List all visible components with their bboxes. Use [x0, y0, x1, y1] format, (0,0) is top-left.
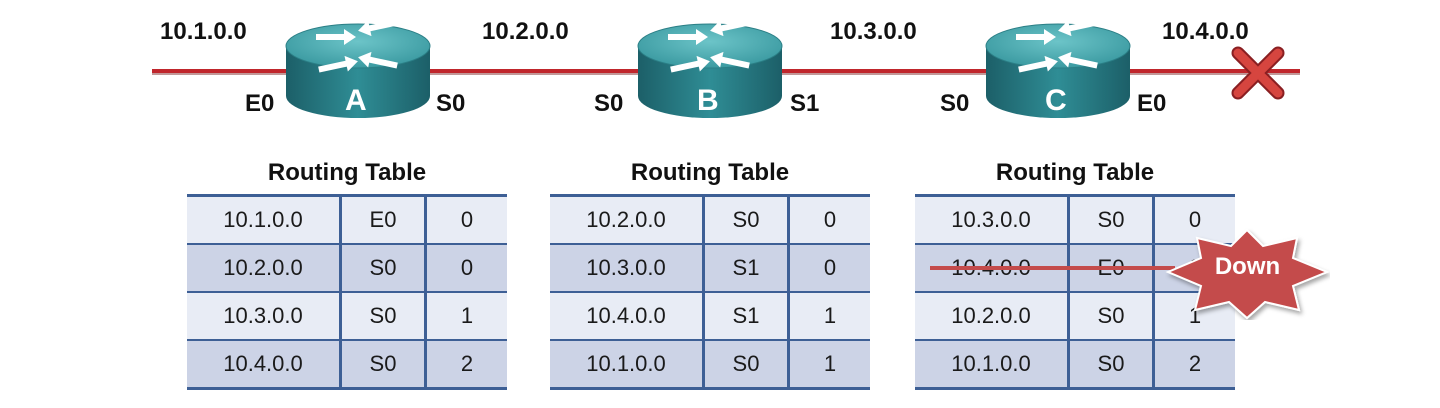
router-b-name: B [697, 84, 719, 117]
interface-cell: S0 [339, 292, 426, 341]
network-cell: 10.4.0.0 [187, 340, 341, 389]
router-c-icon [985, 14, 1131, 118]
interface-cell: S0 [1067, 195, 1154, 245]
hops-cell: 2 [424, 340, 507, 389]
interface-cell: S1 [702, 244, 789, 293]
network-cell: 10.4.0.0 [550, 292, 704, 341]
down-badge-icon [1165, 228, 1330, 320]
interface-cell: S0 [339, 340, 426, 389]
network-cell: 10.2.0.0 [187, 244, 341, 293]
network-cell: 10.1.0.0 [187, 195, 341, 245]
hops-cell: 1 [787, 340, 870, 389]
interface-label: S0 [436, 90, 466, 117]
hops-cell: 0 [1152, 195, 1235, 245]
network-cell: 10.1.0.0 [915, 340, 1069, 389]
interface-label: S0 [940, 90, 970, 117]
down-label: Down [1214, 253, 1281, 280]
interface-cell: E0 [339, 195, 426, 245]
interface-cell: S0 [702, 195, 789, 245]
routing-table-title: Routing Table [267, 159, 427, 186]
x-mark-icon [1231, 46, 1285, 100]
interface-label: E0 [245, 90, 275, 117]
router-c-name: C [1045, 84, 1067, 117]
interface-label: S1 [790, 90, 820, 117]
interface-label: S0 [594, 90, 624, 117]
interface-cell: S0 [339, 244, 426, 293]
hops-cell: 0 [424, 195, 507, 245]
hops-cell: 1 [787, 292, 870, 341]
router-b-icon [637, 14, 783, 118]
hops-cell: 0 [424, 244, 507, 293]
router-a-icon [285, 14, 431, 118]
route-strike-line [930, 266, 1175, 270]
network-label: 10.3.0.0 [830, 18, 917, 45]
network-label: 10.2.0.0 [482, 18, 569, 45]
interface-cell: S0 [1067, 340, 1154, 389]
network-label: 10.4.0.0 [1162, 18, 1249, 45]
interface-label: E0 [1137, 90, 1167, 117]
hops-cell: 0 [787, 195, 870, 245]
network-cell: 10.3.0.0 [550, 244, 704, 293]
network-label: 10.1.0.0 [160, 18, 247, 45]
interface-cell: S1 [702, 292, 789, 341]
hops-cell: 1 [424, 292, 507, 341]
network-cell: 10.2.0.0 [915, 292, 1069, 341]
interface-cell: S0 [1067, 292, 1154, 341]
interface-cell: S0 [702, 340, 789, 389]
network-cell: 10.3.0.0 [915, 195, 1069, 245]
hops-cell: 0 [787, 244, 870, 293]
network-cell: 10.2.0.0 [550, 195, 704, 245]
routing-table-title: Routing Table [630, 159, 790, 186]
network-cell: 10.1.0.0 [550, 340, 704, 389]
network-cell: 10.3.0.0 [187, 292, 341, 341]
router-a-name: A [345, 84, 367, 117]
hops-cell: 2 [1152, 340, 1235, 389]
routing-table-title: Routing Table [995, 159, 1155, 186]
